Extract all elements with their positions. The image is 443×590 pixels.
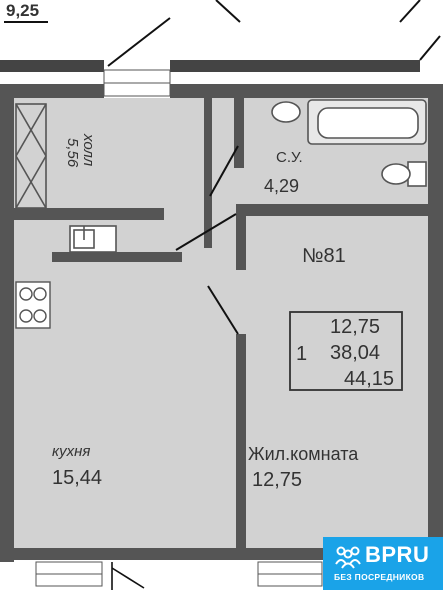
wall-kitchen-top bbox=[52, 252, 182, 262]
apartment-number: №81 bbox=[302, 245, 346, 267]
balcony-line-left bbox=[107, 17, 171, 67]
window-bottom-right bbox=[257, 561, 323, 587]
room-area-living: 12,75 bbox=[252, 469, 302, 491]
wall-bath-left bbox=[234, 98, 244, 168]
top-wall-thick-right bbox=[170, 84, 428, 98]
balcony-line-far bbox=[419, 35, 441, 61]
room-label-living: Жил.комната bbox=[248, 444, 359, 464]
wall-hall-bottom bbox=[14, 208, 164, 220]
summary-box bbox=[289, 311, 403, 391]
door-bathroom bbox=[175, 213, 237, 251]
room-area-hall: 5,56 bbox=[64, 138, 81, 168]
window-bottom-left bbox=[35, 561, 103, 587]
bathtub-icon bbox=[307, 99, 427, 145]
outer-wall-right bbox=[428, 84, 443, 562]
room-label-kitchen: кухня bbox=[52, 443, 90, 460]
summary-living-area: 12,75 bbox=[330, 316, 380, 338]
door-hall bbox=[209, 145, 239, 197]
stove-icon bbox=[15, 281, 51, 329]
balcony-floor bbox=[12, 0, 442, 58]
wall-living-left-lower bbox=[236, 334, 246, 550]
balcony-line-right bbox=[399, 0, 421, 23]
dimension-label: 9,25 bbox=[6, 1, 39, 20]
toilet-icon bbox=[381, 161, 427, 187]
summary-total-area-a: 38,04 bbox=[330, 342, 380, 364]
room-label-hall: холл bbox=[80, 133, 97, 167]
people-icon bbox=[335, 546, 361, 569]
summary-room-count: 1 bbox=[296, 343, 307, 365]
outer-wall-top bbox=[0, 60, 420, 72]
room-area-bathroom: 4,29 bbox=[264, 176, 299, 196]
wall-hall-right bbox=[204, 98, 212, 248]
room-label-bathroom: С.У. bbox=[276, 149, 303, 166]
balcony-door-bottom bbox=[111, 562, 145, 590]
brand-name: BPRU bbox=[365, 542, 430, 567]
door-living bbox=[207, 285, 239, 335]
kitchen-sink-icon bbox=[69, 225, 117, 253]
top-wall-thick bbox=[0, 84, 104, 98]
brand-tagline: БЕЗ ПОСРЕДНИКОВ bbox=[334, 572, 425, 582]
wall-living-left-upper bbox=[236, 216, 246, 270]
wall-bath-bottom bbox=[236, 204, 430, 216]
balcony-line-mid bbox=[215, 0, 241, 23]
wardrobe-icon bbox=[15, 103, 47, 209]
watermark-badge: BPRU БЕЗ ПОСРЕДНИКОВ bbox=[323, 537, 443, 590]
room-area-kitchen: 15,44 bbox=[52, 467, 102, 489]
outer-wall-left bbox=[0, 84, 14, 562]
sink-icon bbox=[271, 101, 301, 123]
summary-total-area-b: 44,15 bbox=[344, 368, 394, 390]
window-top bbox=[103, 69, 171, 97]
